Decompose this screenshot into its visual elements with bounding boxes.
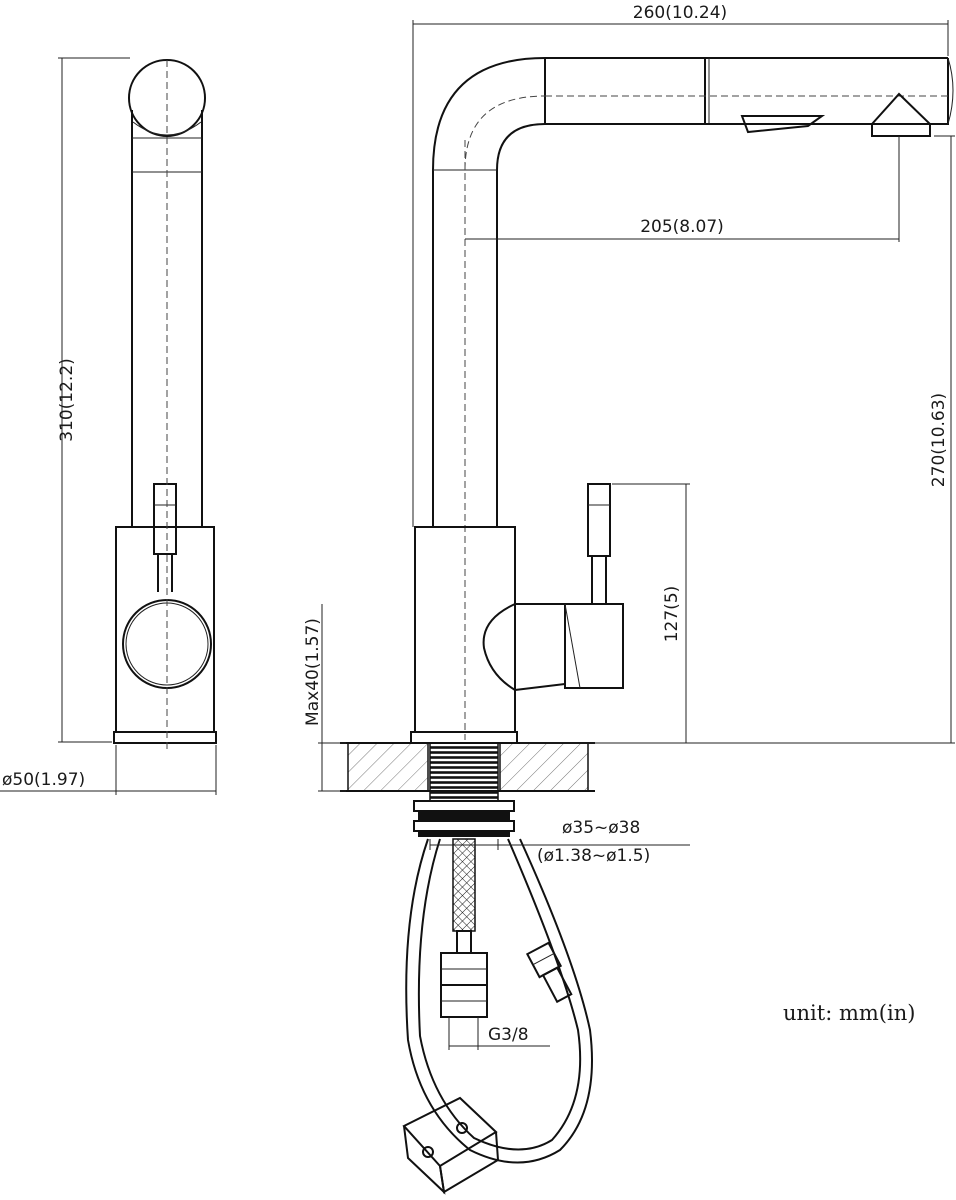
dimension-base-diameter: ø50(1.97) bbox=[0, 745, 217, 795]
dimension-total-height: 310(12.2) bbox=[57, 57, 130, 743]
body-front bbox=[115, 526, 215, 733]
lever-side bbox=[482, 483, 624, 691]
lever-handle-front bbox=[153, 483, 177, 555]
hole-size-in-label: (ø1.38~ø1.5) bbox=[537, 846, 650, 866]
lever-height-label: 127(5) bbox=[662, 586, 682, 643]
deck-thickness-label: Max40(1.57) bbox=[303, 618, 323, 726]
mounting-nut bbox=[413, 800, 515, 837]
spout-front bbox=[131, 110, 203, 527]
base-ring-front bbox=[113, 731, 217, 744]
body-side bbox=[410, 526, 518, 744]
total-height-label: 310(12.2) bbox=[57, 358, 77, 442]
side-view: 260(10.24) 205(8.07) 270(10.63) 127(5) M… bbox=[303, 3, 955, 1195]
front-view: 310(12.2) ø50(1.97) bbox=[0, 57, 217, 795]
spout-side bbox=[432, 57, 954, 527]
dimension-hole-size: ø35~ø38 (ø1.38~ø1.5) bbox=[429, 818, 690, 866]
connection-thread-label: G3/8 bbox=[488, 1025, 529, 1045]
dimension-lever-height: 127(5) bbox=[612, 483, 690, 743]
spout-height-label: 270(10.63) bbox=[929, 393, 949, 487]
hole-size-mm-label: ø35~ø38 bbox=[562, 818, 640, 838]
supply-hoses bbox=[402, 838, 593, 1195]
hose-weight bbox=[402, 1096, 500, 1195]
dimension-connection-thread: G3/8 bbox=[448, 1017, 550, 1050]
threaded-shank bbox=[429, 742, 499, 802]
dimension-spout-reach: 205(8.07) bbox=[465, 136, 900, 242]
base-ring-side bbox=[410, 731, 518, 744]
lever-cap-side bbox=[564, 603, 624, 689]
spout-reach-label: 205(8.07) bbox=[640, 217, 724, 237]
lever-handle-side bbox=[587, 483, 611, 557]
unit-note: unit: mm(in) bbox=[783, 1001, 915, 1025]
dimension-spout-height: 270(10.63) bbox=[520, 135, 955, 744]
dimension-overall-reach: 260(10.24) bbox=[412, 3, 949, 527]
overall-reach-label: 260(10.24) bbox=[633, 3, 727, 23]
braided-hose bbox=[452, 838, 476, 932]
base-diameter-label: ø50(1.97) bbox=[2, 770, 85, 790]
quick-connector bbox=[525, 941, 573, 1004]
dimension-deck-thickness: Max40(1.57) bbox=[303, 604, 346, 792]
